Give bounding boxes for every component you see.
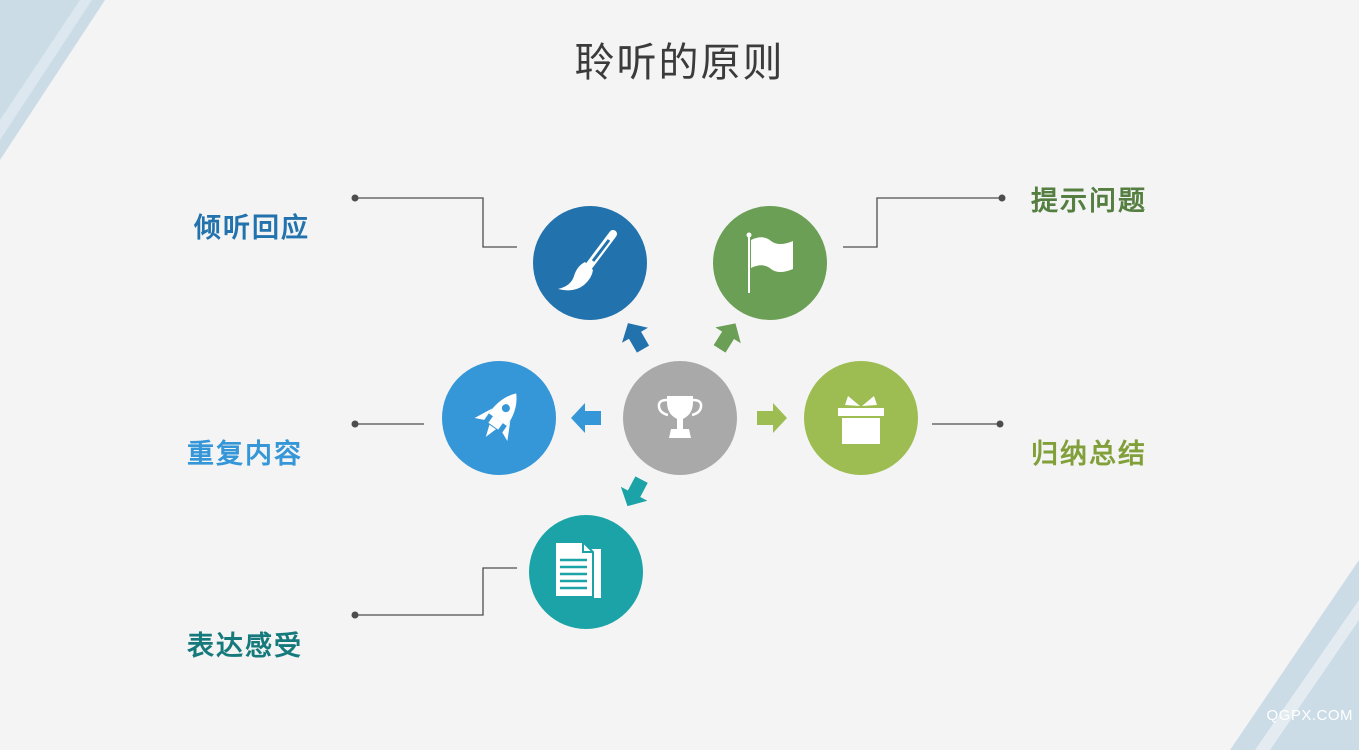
connector-dot bbox=[351, 420, 359, 428]
connector-listen bbox=[355, 197, 517, 248]
connector-dot bbox=[996, 420, 1004, 428]
arrow-to-summary bbox=[757, 403, 787, 433]
connector-dot bbox=[998, 194, 1006, 202]
label-express: 表达感受 bbox=[187, 631, 303, 662]
label-question: 提示问题 bbox=[1031, 186, 1147, 217]
arrow-to-repeat bbox=[571, 403, 601, 433]
paintbrush-icon bbox=[558, 230, 617, 291]
arrow-to-listen bbox=[622, 323, 650, 353]
corner-decoration-bottom-right bbox=[1230, 560, 1359, 750]
label-listen: 倾听回应 bbox=[194, 213, 310, 244]
rocket-icon bbox=[474, 393, 517, 441]
connector-dot bbox=[351, 611, 359, 619]
corner-decoration-bottom-right-band bbox=[1255, 600, 1359, 750]
page-title: 聆听的原则 bbox=[574, 40, 785, 86]
document-icon bbox=[554, 541, 601, 598]
trophy-icon bbox=[657, 396, 703, 438]
watermark: QGPX.COM bbox=[1266, 707, 1353, 724]
connector-question bbox=[843, 197, 1002, 248]
label-repeat: 重复内容 bbox=[187, 439, 303, 470]
connector-dot bbox=[351, 194, 359, 202]
label-summary: 归纳总结 bbox=[1031, 439, 1147, 470]
corner-decoration-top-left bbox=[0, 0, 105, 160]
gift-icon bbox=[838, 396, 884, 444]
connector-express bbox=[355, 567, 517, 616]
corner-decoration-top-left-band bbox=[0, 0, 92, 140]
flag-icon bbox=[746, 232, 793, 293]
arrow-to-question bbox=[713, 323, 741, 353]
arrow-to-express bbox=[620, 476, 648, 507]
